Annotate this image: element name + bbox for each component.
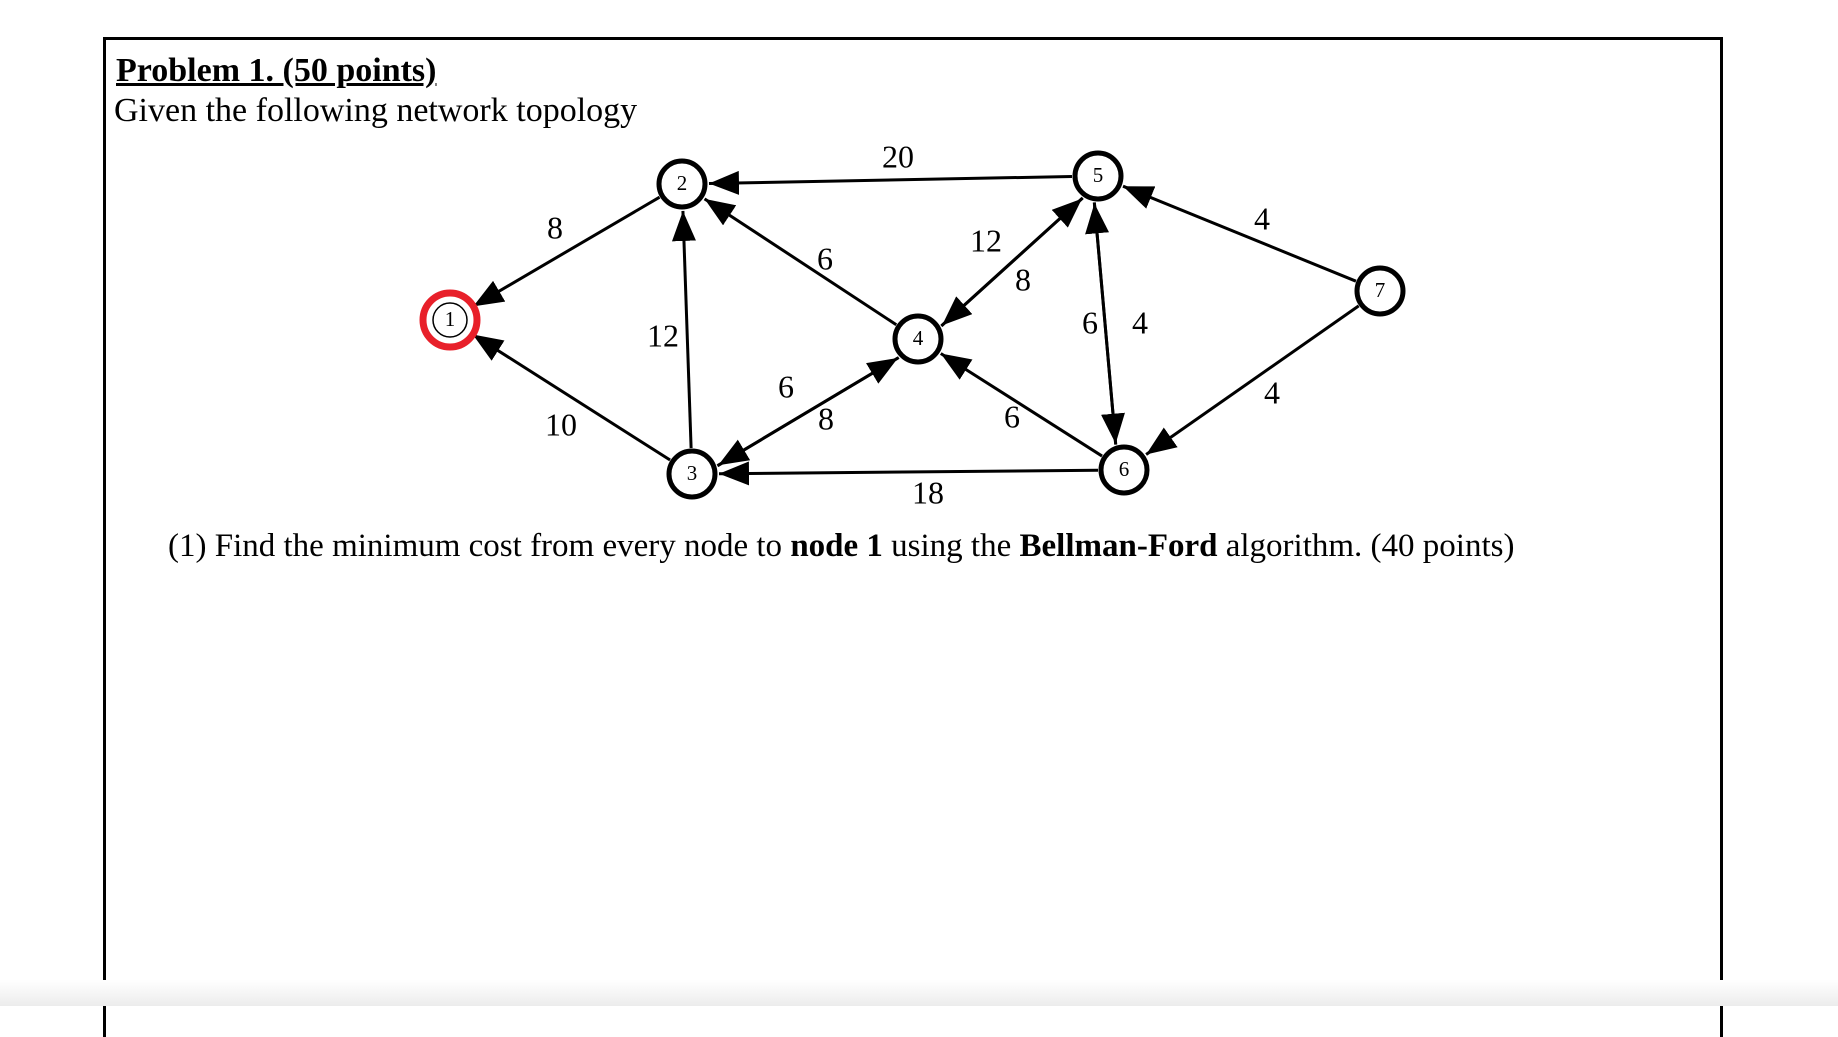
node-1: 1 xyxy=(419,289,481,351)
edge-6-to-4 xyxy=(939,352,1103,458)
edge-4-to-5 xyxy=(940,197,1084,328)
edge-weight-5-to-4: 12 xyxy=(970,222,1002,258)
edge-4-to-3 xyxy=(717,356,900,467)
edge-weight-4-to-2: 6 xyxy=(817,240,833,276)
edge-5-to-2 xyxy=(708,170,1073,195)
node-2: 2 xyxy=(656,158,708,210)
node-7: 7 xyxy=(1354,265,1406,317)
node-label-5: 5 xyxy=(1093,163,1104,187)
node-4: 4 xyxy=(892,313,944,365)
node-6: 6 xyxy=(1098,444,1150,496)
edge-weight-3-to-1: 10 xyxy=(545,406,577,442)
edge-3-to-1 xyxy=(471,333,671,462)
question-prefix: (1) Find the minimum cost from every nod… xyxy=(168,528,791,564)
edge-weight-5-to-6: 4 xyxy=(1132,304,1148,340)
node-label-1: 1 xyxy=(445,307,456,331)
question-bold-node: node 1 xyxy=(790,528,883,564)
edge-5-to-6 xyxy=(1092,202,1125,444)
edge-weight-6-to-4: 6 xyxy=(1004,398,1020,434)
edge-weight-3-to-2: 12 xyxy=(647,317,679,353)
edge-2-to-1 xyxy=(472,195,661,308)
question-text: (1) Find the minimum cost from every nod… xyxy=(168,528,1514,565)
question-mid: using the xyxy=(882,528,1020,564)
node-5: 5 xyxy=(1072,150,1124,202)
edge-3-to-2 xyxy=(671,210,696,449)
edge-weight-7-to-5: 4 xyxy=(1254,200,1270,236)
node-label-3: 3 xyxy=(687,461,698,485)
edge-4-to-2 xyxy=(703,197,898,326)
node-3: 3 xyxy=(666,448,718,500)
problem-frame xyxy=(103,37,1723,1037)
node-label-6: 6 xyxy=(1119,457,1130,481)
node-label-7: 7 xyxy=(1375,278,1386,302)
problem-subtitle: Given the following network topology xyxy=(114,92,638,129)
edge-weight-4-to-3: 8 xyxy=(818,400,834,436)
edge-weight-4-to-5: 8 xyxy=(1015,261,1031,297)
problem-title: Problem 1. (50 points) xyxy=(116,52,437,89)
edge-weight-3-to-4: 6 xyxy=(778,368,794,404)
question-bold-algorithm: Bellman-Ford xyxy=(1019,528,1218,564)
node-label-4: 4 xyxy=(913,326,924,350)
question-suffix: algorithm. (40 points) xyxy=(1217,528,1515,564)
edge-weight-7-to-6: 4 xyxy=(1264,374,1280,410)
edge-6-to-3 xyxy=(718,461,1099,486)
edge-weight-6-to-3: 18 xyxy=(912,474,944,510)
bottom-fade xyxy=(0,980,1838,1006)
edge-weight-2-to-1: 8 xyxy=(547,209,563,245)
edge-7-to-5 xyxy=(1122,184,1357,283)
edge-weight-5-to-2: 20 xyxy=(882,138,914,174)
edge-7-to-6 xyxy=(1145,304,1360,456)
node-label-2: 2 xyxy=(677,171,688,195)
edge-weight-6-to-5: 6 xyxy=(1082,304,1098,340)
